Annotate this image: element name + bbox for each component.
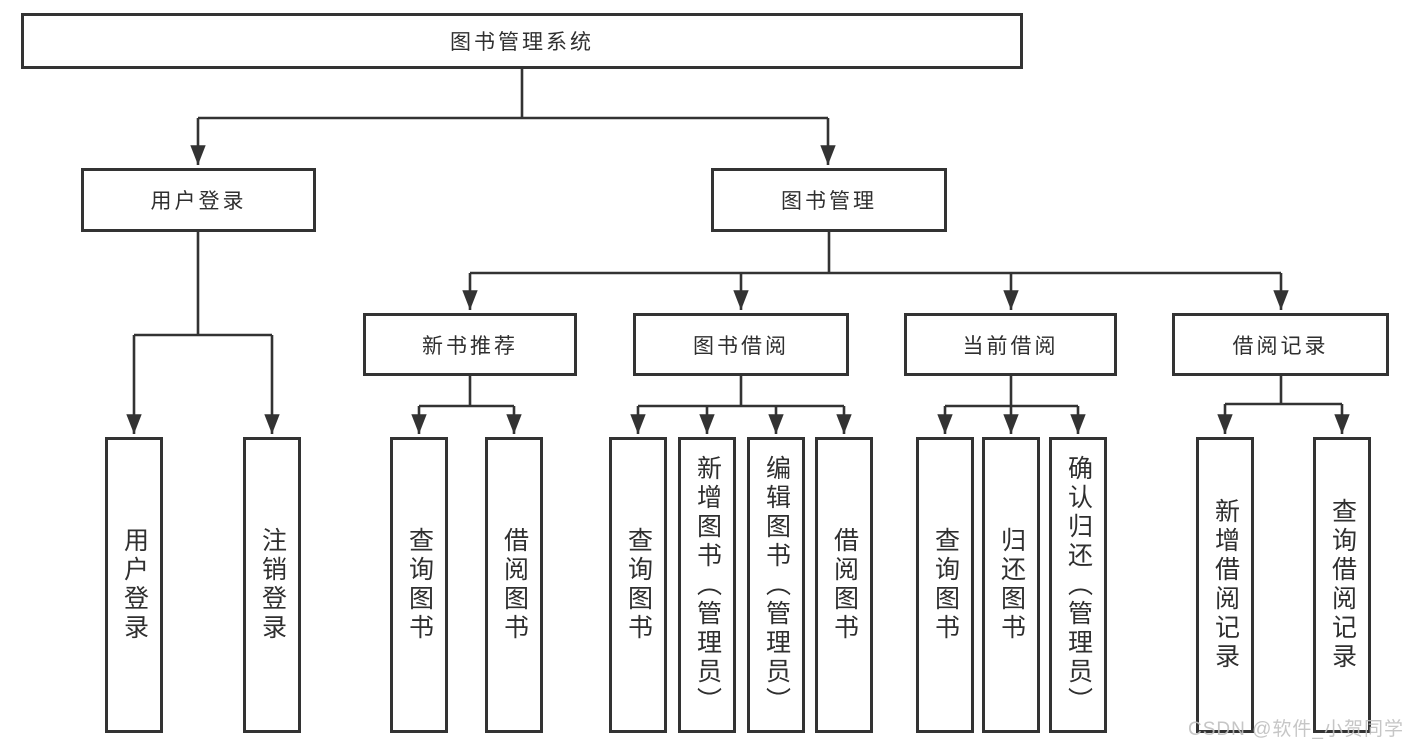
leaf-user-login-label: 用户登录 — [120, 527, 149, 643]
leaf-query-books-borrow: 查询图书 — [609, 437, 667, 733]
leaf-query-books-current: 查询图书 — [916, 437, 974, 733]
leaf-query-books-borrow-label: 查询图书 — [624, 527, 653, 643]
leaf-return-book-label: 归还图书 — [997, 527, 1026, 643]
leaf-user-login: 用户登录 — [105, 437, 163, 733]
leaf-borrow-books-borrow-label: 借阅图书 — [830, 527, 859, 643]
node-current-borrow: 当前借阅 — [904, 313, 1117, 376]
node-borrow-records: 借阅记录 — [1172, 313, 1389, 376]
leaf-borrow-books-recommend-label: 借阅图书 — [500, 527, 529, 643]
leaf-logout: 注销登录 — [243, 437, 301, 733]
leaf-query-books-recommend: 查询图书 — [390, 437, 448, 733]
node-new-book-recommend: 新书推荐 — [363, 313, 577, 376]
leaf-confirm-return-admin-label: 确认归还（管理员） — [1064, 454, 1093, 716]
leaf-query-books-recommend-label: 查询图书 — [405, 527, 434, 643]
leaf-query-books-current-label: 查询图书 — [931, 527, 960, 643]
node-root-system: 图书管理系统 — [21, 13, 1023, 69]
node-book-management: 图书管理 — [711, 168, 947, 232]
leaf-query-borrow-record: 查询借阅记录 — [1313, 437, 1371, 733]
node-book-borrow: 图书借阅 — [633, 313, 849, 376]
csdn-watermark: CSDN @软件_小贺同学 — [1188, 719, 1404, 740]
leaf-add-book-admin: 新增图书（管理员） — [678, 437, 736, 733]
leaf-edit-book-admin: 编辑图书（管理员） — [747, 437, 805, 733]
leaf-borrow-books-recommend: 借阅图书 — [485, 437, 543, 733]
leaf-add-borrow-record-label: 新增借阅记录 — [1211, 498, 1240, 672]
leaf-confirm-return-admin: 确认归还（管理员） — [1049, 437, 1107, 733]
leaf-logout-label: 注销登录 — [258, 527, 287, 643]
leaf-edit-book-admin-label: 编辑图书（管理员） — [762, 454, 791, 716]
leaf-query-borrow-record-label: 查询借阅记录 — [1328, 498, 1357, 672]
leaf-return-book: 归还图书 — [982, 437, 1040, 733]
leaf-borrow-books-borrow: 借阅图书 — [815, 437, 873, 733]
node-user-login: 用户登录 — [81, 168, 316, 232]
leaf-add-book-admin-label: 新增图书（管理员） — [693, 454, 722, 716]
leaf-add-borrow-record: 新增借阅记录 — [1196, 437, 1254, 733]
